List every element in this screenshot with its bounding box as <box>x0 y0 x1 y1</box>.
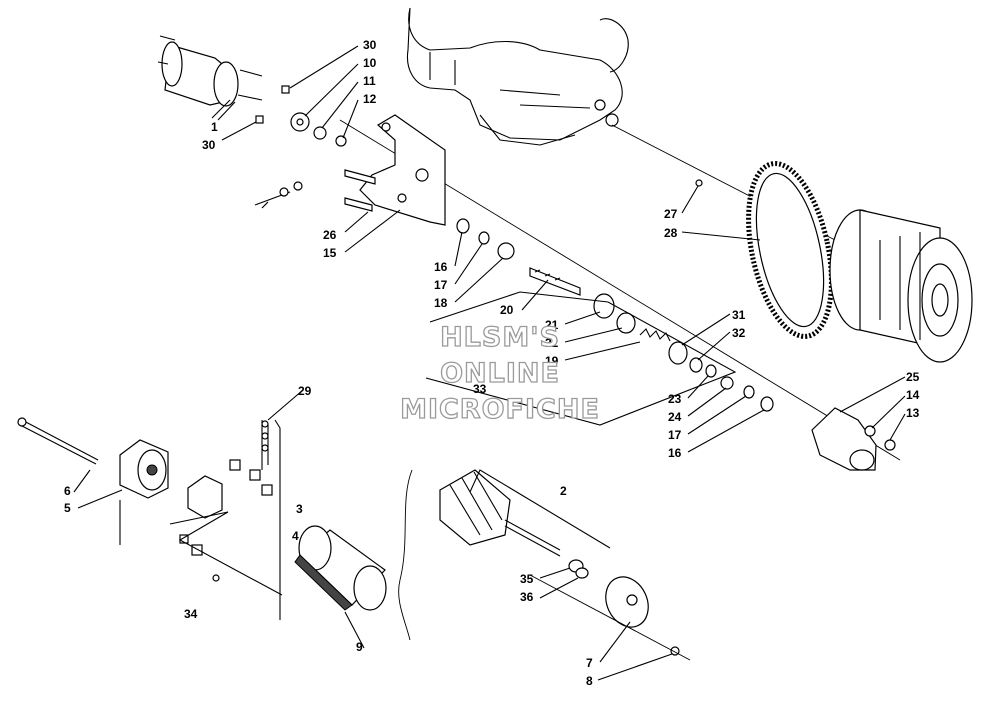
callout-26: 26 <box>323 228 337 242</box>
callout-30-upper: 30 <box>363 38 377 52</box>
callout-25: 25 <box>906 370 920 384</box>
callout-16-upper: 16 <box>434 260 448 274</box>
callout-16-lower: 16 <box>668 446 682 460</box>
watermark-line-2: ONLINE <box>440 358 560 389</box>
callout-23: 23 <box>668 392 682 406</box>
armature-leader <box>398 469 413 641</box>
washer-36 <box>575 567 589 579</box>
end-housing <box>811 407 896 471</box>
mounting-bracket <box>254 114 446 226</box>
through-bolt-and-cap <box>17 417 169 499</box>
callout-10: 10 <box>363 56 377 70</box>
callout-22: 22 <box>545 336 559 350</box>
callout-labels: 1 2 3 4 5 6 7 8 9 10 11 12 13 14 15 16 1… <box>64 38 920 688</box>
ring-gear <box>746 161 834 339</box>
brush-holder <box>179 420 273 582</box>
leader-lines <box>73 45 906 681</box>
callout-21: 21 <box>545 318 559 332</box>
callout-28: 28 <box>664 226 678 240</box>
watermark-line-3: MICROFICHE <box>400 394 600 425</box>
engine-block <box>406 7 629 146</box>
callout-33: 33 <box>473 382 487 396</box>
bendix-small-parts <box>456 218 515 260</box>
callout-12: 12 <box>363 92 377 106</box>
callout-3: 3 <box>296 502 303 516</box>
ring-gear-bolt <box>695 179 703 187</box>
group-2-bracket <box>469 469 611 549</box>
callout-6: 6 <box>64 484 71 498</box>
armature <box>439 469 561 557</box>
callout-36: 36 <box>520 590 534 604</box>
starter-motor-top <box>157 35 263 119</box>
starter-gear-parts <box>255 85 347 147</box>
callout-30-lower: 30 <box>202 138 216 152</box>
callout-19: 19 <box>545 354 559 368</box>
callout-5: 5 <box>64 501 71 515</box>
group-33-bracket <box>425 291 737 426</box>
callout-2: 2 <box>560 484 567 498</box>
callout-35: 35 <box>520 572 534 586</box>
callout-13: 13 <box>906 406 920 420</box>
drive-end-plate <box>605 576 680 656</box>
brush-leader <box>169 511 283 596</box>
callout-9: 9 <box>356 640 363 654</box>
callout-18: 18 <box>434 296 448 310</box>
group-29-bracket <box>274 419 281 620</box>
callout-11: 11 <box>363 74 376 88</box>
callout-31: 31 <box>732 308 746 322</box>
watermark-line-1: HLSM'S <box>440 322 560 353</box>
callout-29: 29 <box>298 384 312 398</box>
callout-20: 20 <box>500 303 514 317</box>
callout-15: 15 <box>323 246 337 260</box>
callout-8: 8 <box>586 674 593 688</box>
callout-17-upper: 17 <box>434 278 448 292</box>
callout-34: 34 <box>184 607 198 621</box>
callout-1: 1 <box>211 120 218 134</box>
callout-14: 14 <box>906 388 920 402</box>
motor-yoke <box>294 525 387 611</box>
callout-7: 7 <box>586 656 593 670</box>
flywheel-drum <box>829 209 973 363</box>
callout-24: 24 <box>668 410 682 424</box>
callout-4: 4 <box>292 529 299 543</box>
bendix-spring-parts <box>639 328 774 412</box>
callout-27: 27 <box>664 207 678 221</box>
watermark: HLSM'S ONLINE MICROFICHE <box>399 321 600 425</box>
callout-17-lower: 17 <box>668 428 682 442</box>
callout-32: 32 <box>732 326 746 340</box>
